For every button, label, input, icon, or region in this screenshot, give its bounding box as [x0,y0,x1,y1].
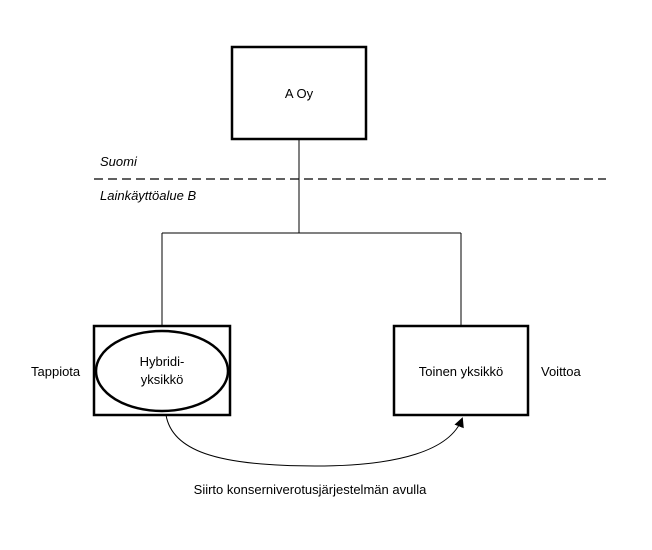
parent-company-label: A Oy [285,86,314,101]
parent-company-box [230,45,368,141]
hybrid-unit-node: Hybridi- yksikkö [92,324,232,417]
hybrid-unit-ellipse [94,329,230,413]
parent-company-node: A Oy [230,45,368,141]
other-unit-label: Toinen yksikkö [419,364,504,379]
hybrid-unit-label-line1: Hybridi- [140,354,185,369]
ownership-connectors [161,139,462,326]
region-label-suomi: Suomi [100,154,138,169]
hybrid-unit-label-line2: yksikkö [141,372,184,387]
other-unit-node: Toinen yksikkö [392,324,530,417]
profit-label: Voittoa [541,364,582,379]
transfer-label: Siirto konserniverotusjärjestelmän avull… [194,482,427,497]
other-unit-box [392,324,530,417]
transfer-arrow [165,414,464,467]
loss-label: Tappiota [31,364,81,379]
region-label-lainkayttoalue-b: Lainkäyttöalue B [100,188,196,203]
